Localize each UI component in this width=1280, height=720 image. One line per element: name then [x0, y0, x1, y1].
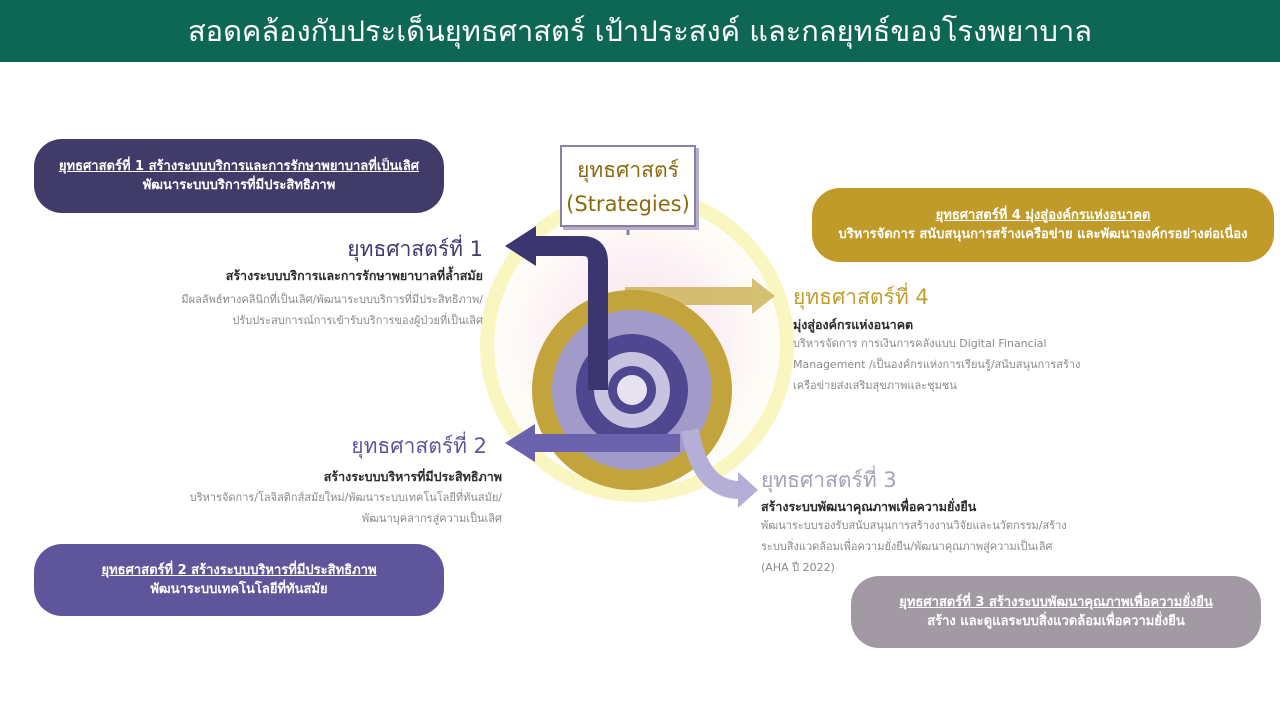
strategy-3-summary-title: ยุทธศาสตร์ที่ 3 สร้างระบบพัฒนาคุณภาพเพื่…	[899, 595, 1213, 610]
strategies-label-box: ยุทธศาสตร์ (Strategies)	[560, 145, 696, 227]
strategy-1-summary-title: ยุทธศาสตร์ที่ 1 สร้างระบบบริการและการรัก…	[58, 159, 420, 174]
strategy-3-summary-box: ยุทธศาสตร์ที่ 3 สร้างระบบพัฒนาคุณภาพเพื่…	[851, 576, 1261, 648]
center-hole	[617, 375, 647, 405]
strategy-2-summary-title: ยุทธศาสตร์ที่ 2 สร้างระบบบริหารที่มีประส…	[101, 563, 377, 578]
strategy-3-desc-line: (AHA ปี 2022)	[761, 561, 835, 574]
strategy-4-summary-box: ยุทธศาสตร์ที่ 4 มุ่งสู่องค์กรแห่งอนาคต บ…	[812, 188, 1274, 262]
arrow-strategy-1	[535, 236, 608, 390]
strategy-4-description: บริหารจัดการ การเงินการคลังแบบ Digital F…	[793, 333, 1080, 396]
strategy-4-heading: ยุทธศาสตร์ที่ 4	[793, 285, 929, 309]
strategies-label-thai: ยุทธศาสตร์	[577, 158, 679, 182]
strategy-4-summary-subtitle: บริหารจัดการ สนับสนุนการสร้างเครือข่าย แ…	[838, 227, 1248, 242]
strategy-3-desc-line: ระบบสิ่งแวดล้อมเพื่อความยั่งยืน/พัฒนาคุณ…	[761, 540, 1053, 553]
strategy-2-desc-line: พัฒนาบุคลากรสู่ความเป็นเลิศ	[361, 512, 502, 525]
strategy-4-desc-line: เครือข่ายส่งเสริมสุขภาพและชุมชน	[793, 379, 957, 392]
header-bar: สอดคล้องกับประเด็นยุทธศาสตร์ เป้าประสงค์…	[0, 0, 1280, 62]
strategy-1-subheading: สร้างระบบบริการและการรักษาพยาบาลที่ล้ำสม…	[225, 268, 483, 283]
strategy-2-description: บริหารจัดการ/โลจิสติกส์สมัยใหม่/พัฒนาระบ…	[190, 487, 502, 529]
strategy-1-desc-line: มีผลลัพธ์ทางคลินิกที่เป็นเลิศ/พัฒนาระบบบ…	[181, 293, 483, 306]
strategy-3-description: พัฒนาระบบรองรับสนับสนุนการสร้างงานวิจัยแ…	[761, 515, 1067, 578]
strategy-2-summary-box: ยุทธศาสตร์ที่ 2 สร้างระบบบริหารที่มีประส…	[34, 544, 444, 616]
strategy-2-desc-line: บริหารจัดการ/โลจิสติกส์สมัยใหม่/พัฒนาระบ…	[189, 491, 502, 504]
strategy-4-summary-title: ยุทธศาสตร์ที่ 4 มุ่งสู่องค์กรแห่งอนาคต	[935, 208, 1151, 223]
strategy-1-summary-box: ยุทธศาสตร์ที่ 1 สร้างระบบบริการและการรัก…	[34, 139, 444, 213]
strategy-2-subheading: สร้างระบบบริหารที่มีประสิทธิภาพ	[323, 469, 502, 484]
page-title: สอดคล้องกับประเด็นยุทธศาสตร์ เป้าประสงค์…	[187, 14, 1092, 48]
strategy-3-heading: ยุทธศาสตร์ที่ 3	[761, 468, 897, 492]
strategy-3-desc-line: พัฒนาระบบรองรับสนับสนุนการสร้างงานวิจัยแ…	[761, 519, 1067, 532]
strategy-3-subheading: สร้างระบบพัฒนาคุณภาพเพื่อความยั่งยืน	[761, 499, 977, 514]
strategy-3-summary-subtitle: สร้าง และดูแลระบบสิ่งแวดล้อมเพื่อความยั่…	[927, 614, 1185, 629]
strategy-1-desc-line: ปรับประสบการณ์การเข้ารับบริการของผู้ป่วย…	[232, 314, 483, 327]
strategy-4-subheading: มุ่งสู่องค์กรแห่งอนาคต	[793, 317, 914, 332]
strategy-1-description: มีผลลัพธ์ทางคลินิกที่เป็นเลิศ/พัฒนาระบบบ…	[181, 289, 483, 331]
arrow-strategy-2	[505, 424, 680, 462]
strategy-1-summary-subtitle: พัฒนาระบบบริการที่มีประสิทธิภาพ	[142, 178, 336, 193]
strategy-2-heading: ยุทธศาสตร์ที่ 2	[351, 434, 487, 458]
strategy-1-heading: ยุทธศาสตร์ที่ 1	[347, 237, 483, 261]
strategy-2-summary-subtitle: พัฒนาระบบเทคโนโลยีที่ทันสมัย	[150, 582, 328, 597]
strategy-4-desc-line: บริหารจัดการ การเงินการคลังแบบ Digital F…	[793, 337, 1047, 350]
arrow-strategy-3	[681, 428, 741, 499]
strategies-label-english: (Strategies)	[566, 192, 690, 216]
strategy-4-desc-line: Management /เป็นองค์กรแห่งการเรียนรู้/สน…	[793, 358, 1081, 371]
